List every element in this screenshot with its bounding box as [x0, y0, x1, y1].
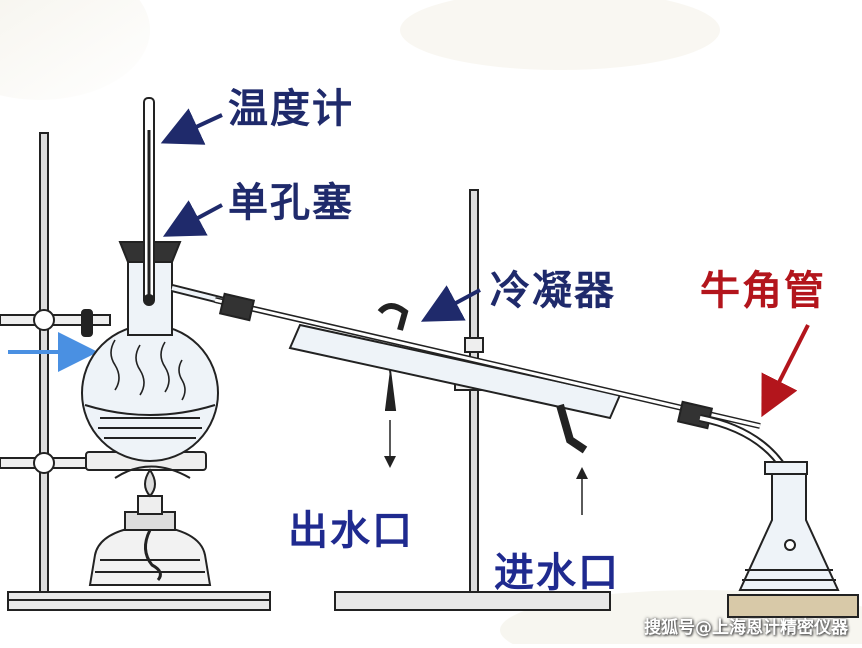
- thermometer: [143, 97, 155, 306]
- thermometer-pointer: [160, 108, 223, 145]
- condenser-pointer: [420, 285, 481, 322]
- alcohol-burner: [88, 465, 212, 586]
- adapter-label: 牛角管: [700, 268, 826, 314]
- condenser-label: 冷凝器: [490, 268, 616, 314]
- receiving-flask: [727, 461, 859, 618]
- water-in-label: 进水口: [494, 550, 620, 596]
- distillation-flask: [81, 254, 241, 462]
- stopper-label: 单孔塞: [228, 180, 354, 226]
- stopper-pointer: [162, 200, 223, 237]
- condenser: [214, 292, 761, 454]
- water-out-label: 出水口: [288, 508, 414, 554]
- thermometer-label: 温度计: [228, 86, 354, 132]
- adapter-pointer: [761, 324, 810, 418]
- watermark: 搜狐号@上海恩计精密仪器: [644, 618, 848, 638]
